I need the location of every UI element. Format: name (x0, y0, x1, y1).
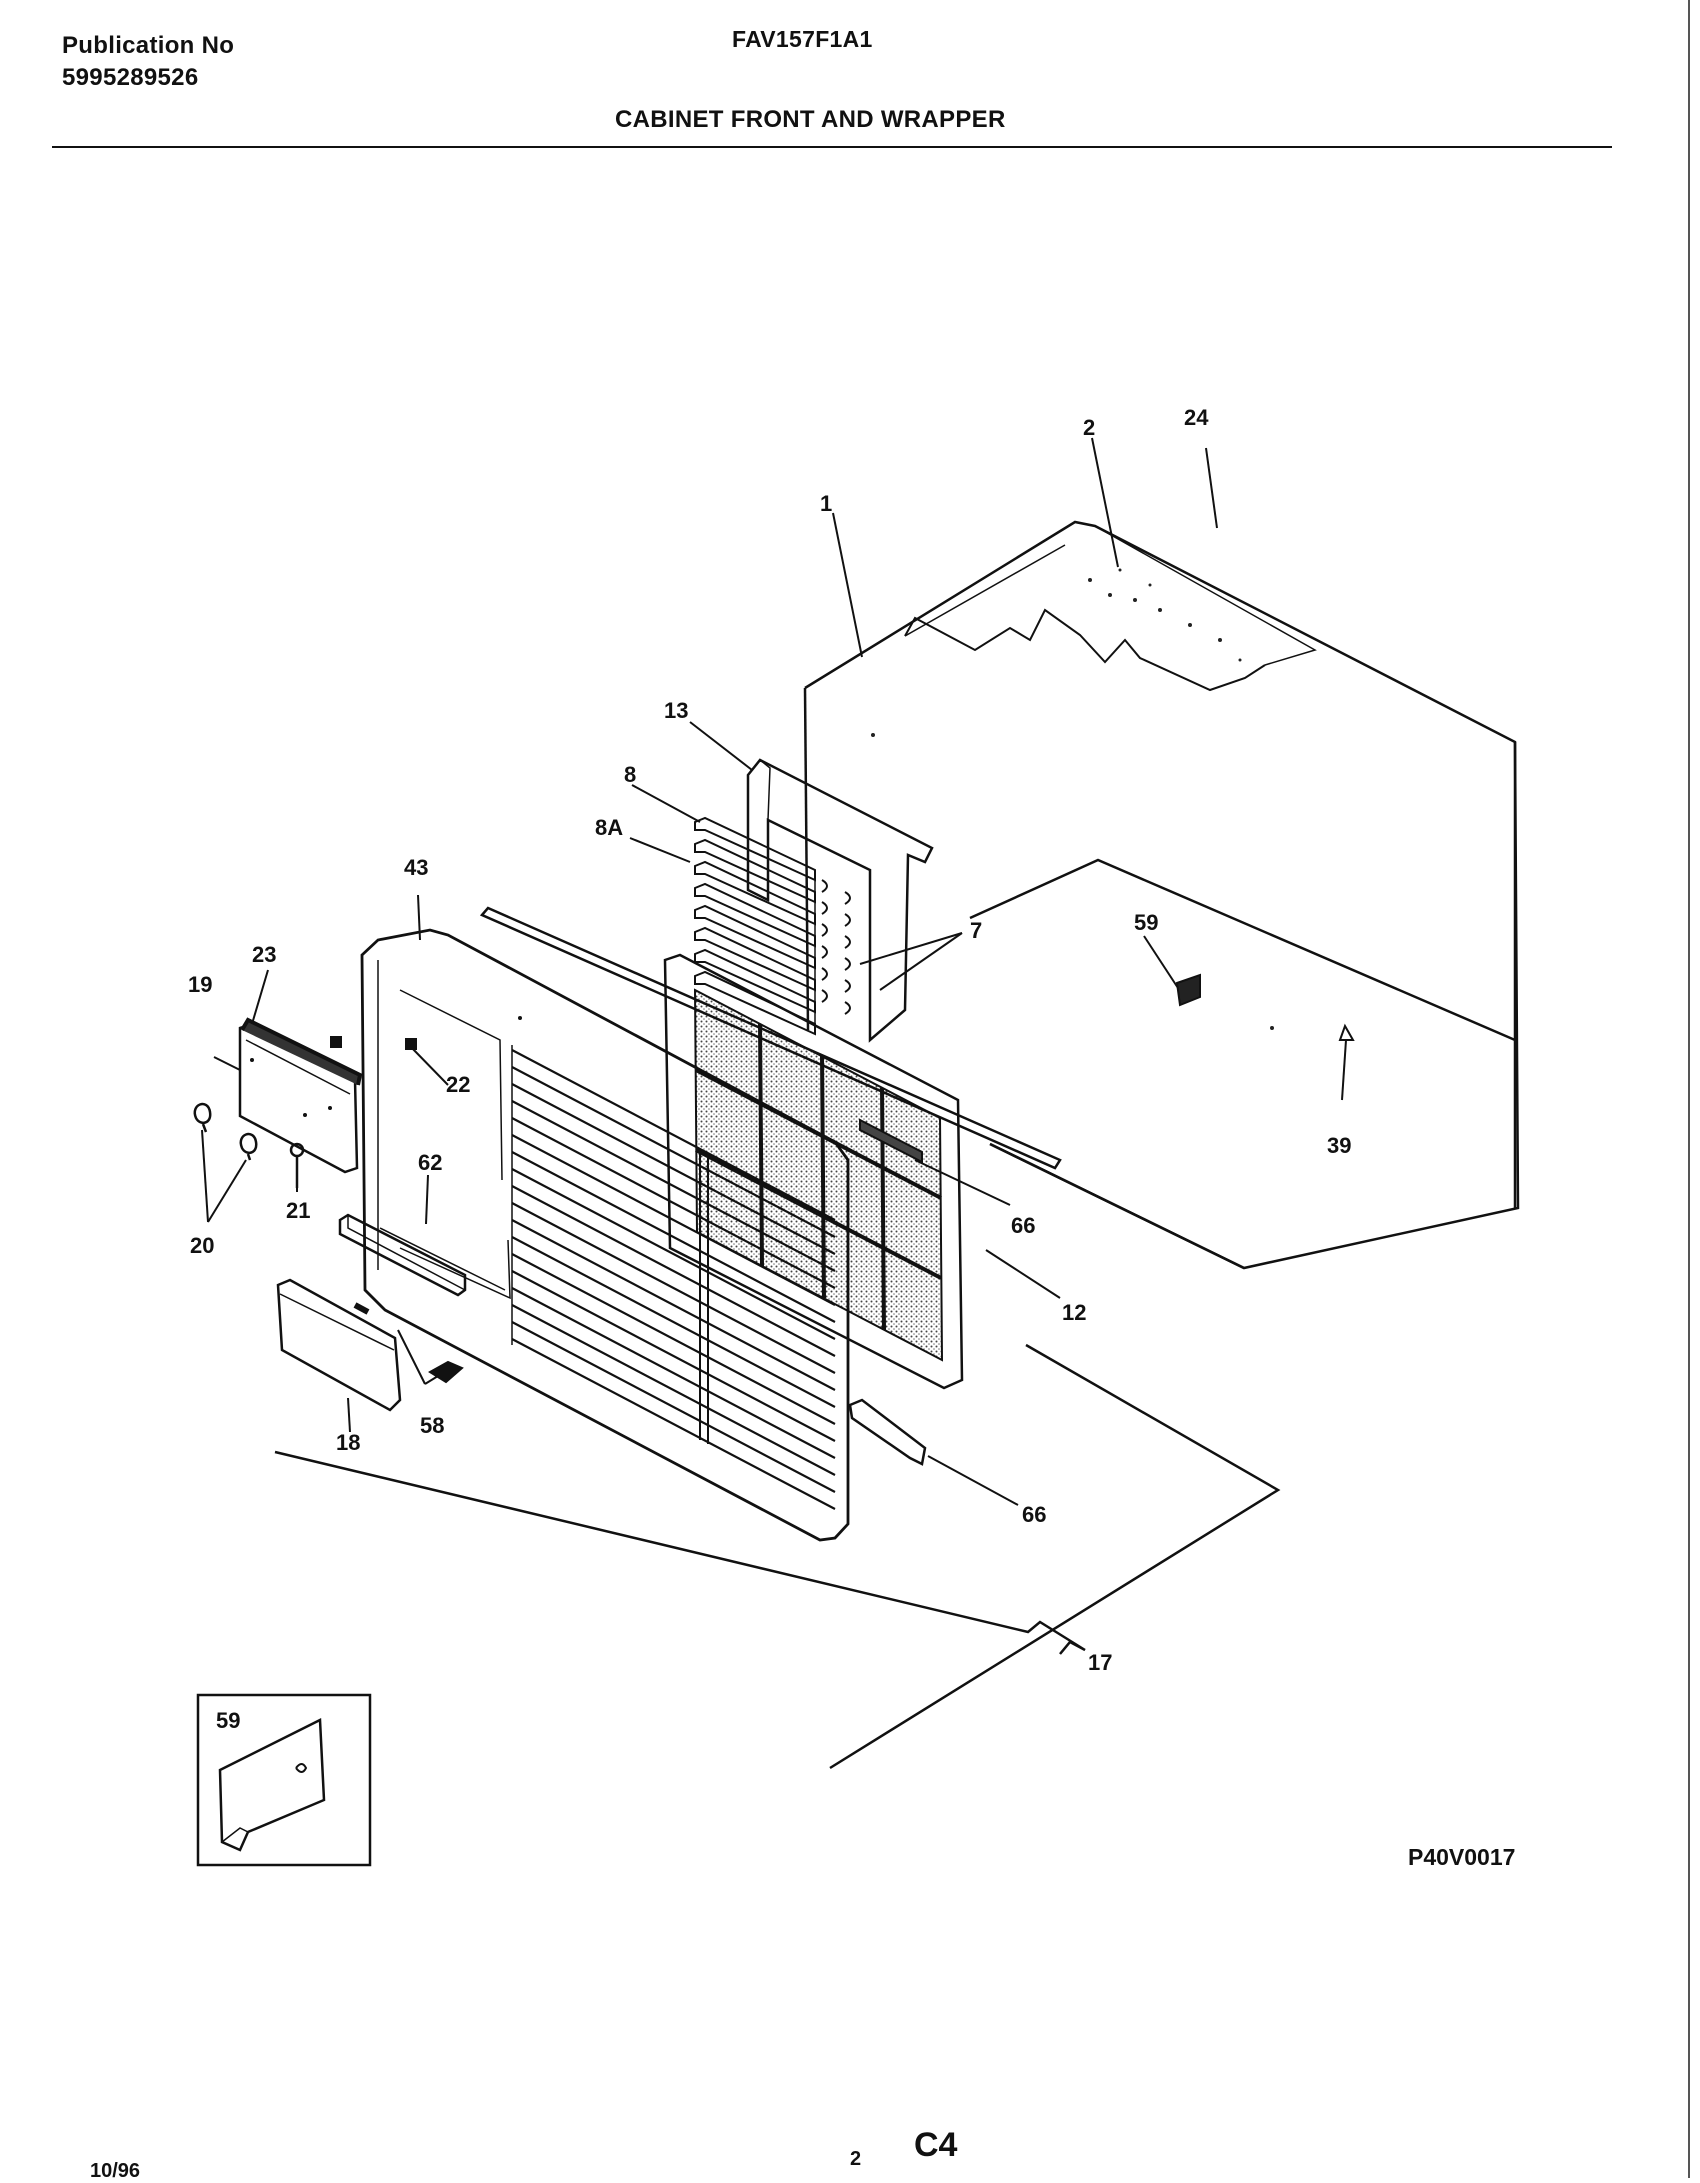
leader-lines (201, 437, 1347, 1506)
callout-2: 2 (1083, 415, 1095, 440)
callout-21: 21 (286, 1198, 310, 1223)
callout-59: 59 (1134, 910, 1158, 935)
front-panel-43 (360, 928, 850, 1542)
callout-8a: 8A (595, 815, 623, 840)
cabinet-wrapper (803, 520, 1520, 1270)
page-code: C4 (914, 2126, 958, 2164)
filter-bar-66-lower (848, 1398, 927, 1466)
callout-13: 13 (664, 698, 688, 723)
callout-7: 7 (970, 918, 982, 943)
section-title: CABINET FRONT AND WRAPPER (615, 106, 1006, 133)
louver-assembly (694, 816, 816, 1036)
publication-number: 5995289526 (62, 64, 199, 91)
trim-strip-62 (338, 1213, 467, 1297)
drawing-id: P40V0017 (1408, 1844, 1516, 1870)
inset-detail-59: 59 (196, 1693, 372, 1867)
clip-59 (1175, 973, 1355, 1041)
callout-17: 17 (1088, 1650, 1112, 1675)
callout-22: 22 (446, 1072, 470, 1097)
callout-18: 18 (336, 1430, 360, 1455)
callout-58: 58 (420, 1413, 444, 1438)
callout-1: 1 (820, 491, 832, 516)
page-number: 2 (850, 2148, 862, 2170)
header-rule (52, 146, 1612, 148)
callout-62: 62 (418, 1150, 442, 1175)
control-knobs-20 (193, 1102, 258, 1161)
scan-edge (1688, 0, 1690, 2178)
assembly-bracket-17 (274, 1343, 1281, 1770)
filter-bar-66-upper (859, 1118, 923, 1164)
front-grille (511, 1045, 836, 1510)
callout-20: 20 (190, 1233, 214, 1258)
callout-43: 43 (404, 855, 428, 880)
louver-clips (821, 879, 851, 1015)
model-number: FAV157F1A1 (732, 26, 873, 52)
screw-21 (289, 1142, 305, 1188)
panel-screws (330, 1016, 522, 1050)
revision-date: 10/96 (90, 2160, 141, 2182)
callout-12: 12 (1062, 1300, 1086, 1325)
top-seal-strip (479, 906, 1062, 1170)
publication-label: Publication No (62, 32, 235, 59)
callout-19: 19 (188, 972, 212, 997)
control-panel-19 (238, 1017, 363, 1174)
callout-66-lower: 66 (1022, 1502, 1046, 1527)
callout-66-upper: 66 (1011, 1213, 1035, 1238)
callout-8: 8 (624, 762, 636, 787)
callout-24: 24 (1184, 405, 1209, 430)
callout-39: 39 (1327, 1133, 1351, 1158)
filter-frame (746, 758, 934, 1043)
callouts: 1 2 24 13 8 8A 7 43 59 23 19 22 39 62 66… (188, 405, 1351, 1675)
door-18 (276, 1278, 402, 1412)
callout-23: 23 (252, 942, 276, 967)
callout-59-inset: 59 (216, 1708, 240, 1733)
